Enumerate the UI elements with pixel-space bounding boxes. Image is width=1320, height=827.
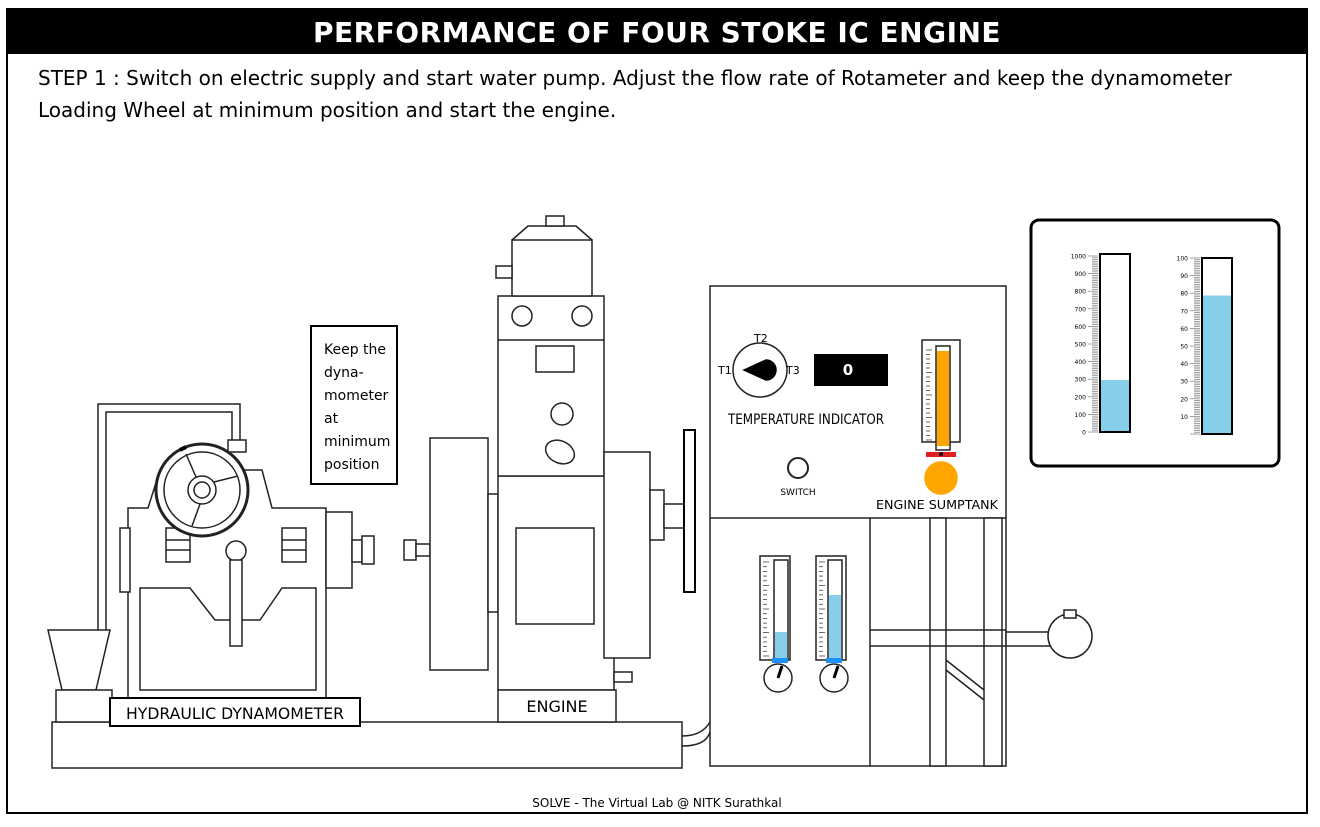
hint-line: at <box>324 408 396 431</box>
label-t3: T3 <box>785 364 800 377</box>
hint-line: position <box>324 454 396 477</box>
rotameter-panel <box>1031 220 1279 466</box>
label-hydraulic-dynamometer: HYDRAULIC DYNAMOMETER <box>126 704 344 723</box>
scale-tick-label: 500 <box>1075 342 1087 349</box>
hint-line: minimum <box>324 431 396 454</box>
hint-line: dyna- <box>324 362 396 385</box>
rotameter-right-level <box>1203 296 1231 433</box>
scale-tick-label: 90 <box>1180 273 1188 280</box>
crank-handle[interactable] <box>684 430 695 592</box>
rotameter-left-level <box>1101 380 1129 431</box>
engine-flywheel <box>430 438 488 670</box>
engine-block <box>496 216 684 722</box>
scale-tick-label: 100 <box>1177 256 1189 263</box>
scale-tick-label: 600 <box>1075 324 1087 331</box>
scale-tick-label: 40 <box>1180 361 1188 368</box>
base-platform <box>52 722 682 768</box>
hint-line: Keep the <box>324 339 396 362</box>
scale-tick-label: 700 <box>1075 306 1087 313</box>
scale-tick-label: 70 <box>1180 308 1188 315</box>
temperature-value: 0 <box>843 361 853 379</box>
scale-tick-label: 80 <box>1180 291 1188 298</box>
scale-tick-label: 200 <box>1075 394 1087 401</box>
scale-tick-label: 800 <box>1075 289 1087 296</box>
power-switch[interactable] <box>788 458 808 478</box>
loading-wheel[interactable] <box>156 444 248 536</box>
scale-tick-label: 20 <box>1180 396 1188 403</box>
label-engine-sumptank: ENGINE SUMPTANK <box>876 498 999 512</box>
scale-tick-label: 1000 <box>1071 254 1086 261</box>
sumptank-level <box>937 351 949 446</box>
label-t2: T2 <box>753 332 768 345</box>
flow-gauge-left-level <box>775 632 787 660</box>
scale-tick-label: 10 <box>1180 414 1188 421</box>
label-t1: T1 <box>717 364 732 377</box>
water-funnel <box>48 630 110 690</box>
hint-line: mometer <box>324 385 396 408</box>
scale-tick-label: 0 <box>1082 430 1086 437</box>
label-temperature-indicator: TEMPERATURE INDICATOR <box>727 412 884 428</box>
scale-tick-label: 60 <box>1180 326 1188 333</box>
scale-tick-label: 900 <box>1075 271 1087 278</box>
scale-tick-label: 100 <box>1075 412 1087 419</box>
scale-tick-label: 30 <box>1180 379 1188 386</box>
temperature-selector-dial[interactable] <box>733 343 787 397</box>
scale-tick-label: 400 <box>1075 359 1087 366</box>
hint-callout: Keep the dyna- mometer at minimum positi… <box>310 325 398 485</box>
flow-gauge-right-level <box>829 595 841 660</box>
label-engine: ENGINE <box>526 697 587 716</box>
label-switch: SWITCH <box>780 488 815 498</box>
scale-tick-label: 50 <box>1180 344 1188 351</box>
scale-tick-label: 300 <box>1075 377 1087 384</box>
